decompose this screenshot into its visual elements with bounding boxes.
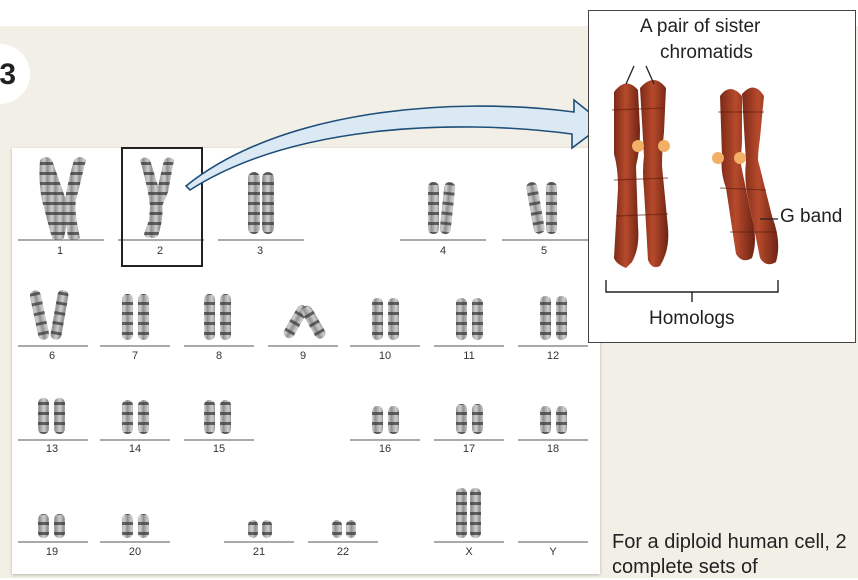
karyotype-label: 9 <box>299 350 307 362</box>
chromosome-7 <box>122 294 149 340</box>
homolog-inset-panel <box>588 10 856 343</box>
karyotype-label: 13 <box>45 443 59 455</box>
chromosome-17 <box>456 404 483 434</box>
karyotype-label: Y <box>549 546 557 558</box>
chromosome-21 <box>248 520 272 538</box>
karyotype-label: 8 <box>215 350 223 362</box>
chromosome-2 <box>140 157 174 238</box>
chromosome-19 <box>38 514 65 538</box>
sister-chromatids-label-line2: chromatids <box>660 42 753 63</box>
karyotype-baselines <box>18 239 588 543</box>
homologs-label: Homologs <box>649 308 735 329</box>
karyotype-label: 22 <box>336 546 350 558</box>
caption-text: For a diploid human cell, 2 complete set… <box>612 531 847 578</box>
left-homolog <box>614 80 670 268</box>
g-band-label: G band <box>780 206 843 227</box>
karyotype-label: 10 <box>378 350 392 362</box>
karyotype-label: 14 <box>128 443 142 455</box>
karyotype-label: 12 <box>546 350 560 362</box>
centromere <box>632 140 644 152</box>
homologs-bracket <box>605 280 779 302</box>
karyotype-label: X <box>465 546 473 558</box>
chromosome-10 <box>372 298 399 340</box>
chromosome-3 <box>248 172 274 234</box>
karyotype-label: 3 <box>256 245 264 257</box>
karyotype-label: 15 <box>212 443 226 455</box>
step-number: 3 <box>0 58 16 91</box>
sister-chromatids-label: A pair of sister <box>640 16 761 37</box>
centromere <box>734 152 746 164</box>
chromosome-1 <box>39 157 86 240</box>
karyotype-label: 7 <box>131 350 139 362</box>
karyotype-label: 17 <box>462 443 476 455</box>
chromosome-6 <box>29 290 69 340</box>
chromosome-14 <box>122 400 149 434</box>
karyotype-label: 4 <box>439 245 447 257</box>
chromosome-20 <box>122 514 149 538</box>
chromosome-4 <box>428 182 456 234</box>
chromosome-11 <box>456 298 483 340</box>
karyotype-label: 18 <box>546 443 560 455</box>
sister-chromatid-pointer <box>645 65 655 85</box>
chromosome-16 <box>372 406 399 434</box>
chromosome-9 <box>283 305 326 339</box>
chromosome-12 <box>540 296 567 340</box>
chromosome-8 <box>204 294 231 340</box>
karyotype-label: 5 <box>540 245 548 257</box>
chromosome-5 <box>526 182 557 234</box>
karyotype-label: 1 <box>56 245 64 257</box>
karyotype-label: 6 <box>48 350 56 362</box>
karyotype-panel <box>12 148 600 574</box>
karyotype-label: 19 <box>45 546 59 558</box>
chromosome-18 <box>540 406 567 434</box>
karyotype-label: 16 <box>378 443 392 455</box>
karyotype-label: 2 <box>156 245 164 257</box>
chromosome-13 <box>38 398 65 434</box>
karyotype-label: 20 <box>128 546 142 558</box>
sister-chromatid-pointer <box>625 65 635 85</box>
karyotype-label: 21 <box>252 546 266 558</box>
chromosome-2-highlight-box <box>121 147 203 267</box>
centromere <box>712 152 724 164</box>
chromosome-15 <box>204 400 231 434</box>
right-homolog <box>712 87 779 265</box>
centromere <box>658 140 670 152</box>
karyotype-label: 11 <box>463 350 475 362</box>
chromosome-x <box>456 488 481 538</box>
band-lines <box>611 107 776 233</box>
chromosome-22 <box>332 520 356 538</box>
